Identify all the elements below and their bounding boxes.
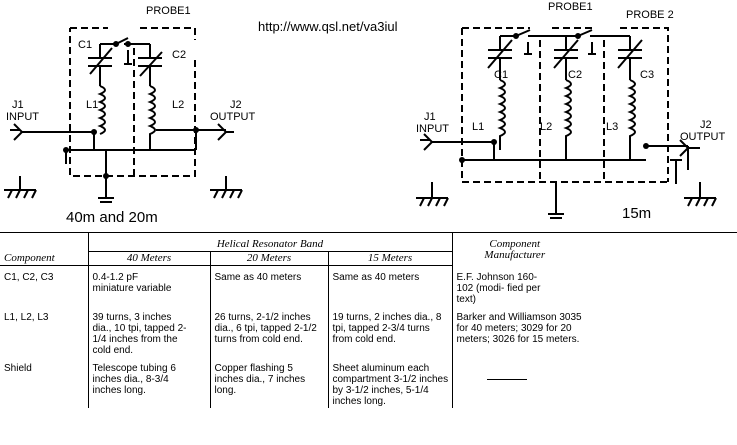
left-input-label: INPUT xyxy=(6,111,39,123)
row-15m: Sheet aluminum each compartment 3-1/2 in… xyxy=(327,356,453,408)
right-probe2-label: PROBE 2 xyxy=(626,9,674,21)
row-20m: 26 turns, 2-1/2 inches dia., 6 tpi, tapp… xyxy=(209,305,328,357)
row-component: C1, C2, C3 xyxy=(4,272,54,283)
left-circuit-caption: 40m and 20m xyxy=(66,209,158,226)
right-output-label: OUTPUT xyxy=(680,131,726,143)
right-circuit-caption: 15m xyxy=(622,205,652,222)
component-spec-table: Helical Resonator Band Component Manufac… xyxy=(0,232,737,408)
header-spacer xyxy=(0,232,88,252)
left-j1-label: J1 xyxy=(12,99,24,111)
row-20m: Copper flashing 5 inches dia., 7 inches … xyxy=(209,356,328,408)
table-row: C1, C2, C3 0.4-1.2 pF miniature variable… xyxy=(0,265,737,306)
row-manufacturer xyxy=(451,356,737,408)
band-group-header: Helical Resonator Band xyxy=(87,232,453,252)
right-c1-label: C1 xyxy=(494,69,509,81)
row-manufacturer: Barker and Williamson 3035 for 40 meters… xyxy=(451,305,737,357)
right-probe1-label: PROBE1 xyxy=(548,1,593,13)
row-15m: 19 turns, 2 inches dia., 8 tpi, tapped 2… xyxy=(327,305,453,357)
row-20m: Same as 40 meters xyxy=(209,265,328,306)
left-probe-label: PROBE1 xyxy=(146,5,191,17)
row-40m: 0.4-1.2 pF miniature variable xyxy=(87,265,210,306)
row-40m: 39 turns, 3 inches dia., 10 tpi, tapped … xyxy=(87,305,210,357)
website-url: http://www.qsl.net/va3iul xyxy=(258,19,398,34)
table-row: Shield Telescope tubing 6 inches dia., 8… xyxy=(0,356,737,408)
row-manufacturer: E.F. Johnson 160-102 (modi- fied per tex… xyxy=(451,265,737,306)
col-15m-header: 15 Meters xyxy=(327,251,453,266)
left-output-label: OUTPUT xyxy=(210,111,256,123)
col-component-header: Component xyxy=(0,251,88,266)
left-c1-label: C1 xyxy=(78,39,93,51)
row-component: Shield xyxy=(4,362,32,374)
right-input-label: INPUT xyxy=(416,123,449,135)
col-manufacturer-header: Component Manufacturer xyxy=(451,232,737,266)
left-j2-label: J2 xyxy=(230,99,242,111)
right-l1-label: L1 xyxy=(472,121,485,133)
row-component: L1, L2, L3 xyxy=(4,311,49,323)
right-c3-label: C3 xyxy=(640,69,655,81)
right-l2-label: L2 xyxy=(540,121,553,133)
left-c2-label: C2 xyxy=(172,49,187,61)
right-c2-label: C2 xyxy=(568,69,583,81)
row-15m: Same as 40 meters xyxy=(327,265,453,306)
col-20m-header: 20 Meters xyxy=(209,251,328,266)
right-j2-label: J2 xyxy=(700,119,712,131)
right-j1-label: J1 xyxy=(424,111,436,123)
table-row: L1, L2, L3 39 turns, 3 inches dia., 10 t… xyxy=(0,305,737,357)
left-l2-label: L2 xyxy=(172,99,185,111)
left-l1-label: L1 xyxy=(86,99,99,111)
right-shield-outline xyxy=(461,27,669,183)
right-l3-label: L3 xyxy=(606,121,619,133)
empty-dash xyxy=(486,378,527,380)
col-40m-header: 40 Meters xyxy=(87,251,210,266)
left-shield-outline xyxy=(69,27,196,177)
row-40m: Telescope tubing 6 inches dia., 8-3/4 in… xyxy=(87,356,210,408)
left-circuit-diagram xyxy=(4,27,717,219)
